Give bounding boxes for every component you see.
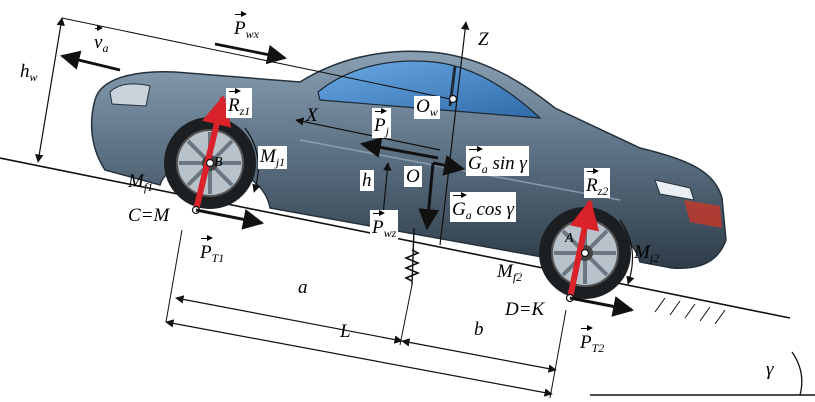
rz2-arrow [567,199,600,299]
label-pwx: Pwx [234,11,259,40]
pwx-arrow [214,42,287,65]
ow-point [448,94,458,104]
pj-arrow [359,137,439,160]
label-rz2: Rz2 [584,168,611,198]
g-sin-arrow [432,154,466,176]
label-pt1: PT1 [200,235,224,264]
label-mf2: Mf2 [497,261,523,284]
label-rz1: Rz1 [226,88,253,118]
label-pt2: PT2 [580,325,604,354]
velocity-arrow [60,50,121,72]
label-z: Z [478,29,489,50]
label-gamma: γ [766,359,774,380]
hw-extension-line [61,17,456,101]
label-a-dim: a [298,277,308,298]
pwz-line [411,227,415,286]
pwz-spring [403,249,421,282]
pt1-arrow [195,208,265,230]
mj1-arc [244,127,261,193]
extension-c [165,229,183,323]
axle-point-b [205,158,215,168]
label-x: X [306,105,318,126]
L-dimension-line [165,319,553,397]
label-b-dim: b [474,319,484,340]
mj2-arc [619,219,635,285]
label-L: L [340,321,351,342]
label-g-cos: Ga cos γ [450,192,517,222]
label-pwz: Pwz [370,210,399,240]
gamma-arc [791,351,803,396]
label-ow: Ow [414,96,440,119]
label-mj2: Mj2 [634,242,660,265]
pt2-arrow [569,296,635,317]
label-cm: C=M [128,205,170,226]
label-pj: Pj [372,108,391,138]
rz1-arrow [193,95,232,211]
label-o: O [404,166,422,187]
label-hw: hw [20,61,38,84]
label-mj1: Mj1 [258,146,288,169]
b-dimension-line [401,338,557,373]
label-mf1: Mf1 [128,171,154,194]
label-h: h [360,170,374,191]
z-axis [439,21,470,246]
label-dk: D=K [505,299,545,320]
label-a-point: A [565,231,574,246]
extension-o [399,284,413,346]
axle-point-a [580,248,590,258]
ground-hatching [654,297,726,325]
x-axis [295,117,441,151]
hw-dimension-line [35,17,65,163]
label-v-a: va [94,25,108,54]
extension-d [549,309,567,399]
g-cos-arrow [418,162,440,231]
label-g-sin: Ga sin γ [466,146,529,176]
a-dimension-line [175,295,403,344]
label-b: B [214,155,223,170]
